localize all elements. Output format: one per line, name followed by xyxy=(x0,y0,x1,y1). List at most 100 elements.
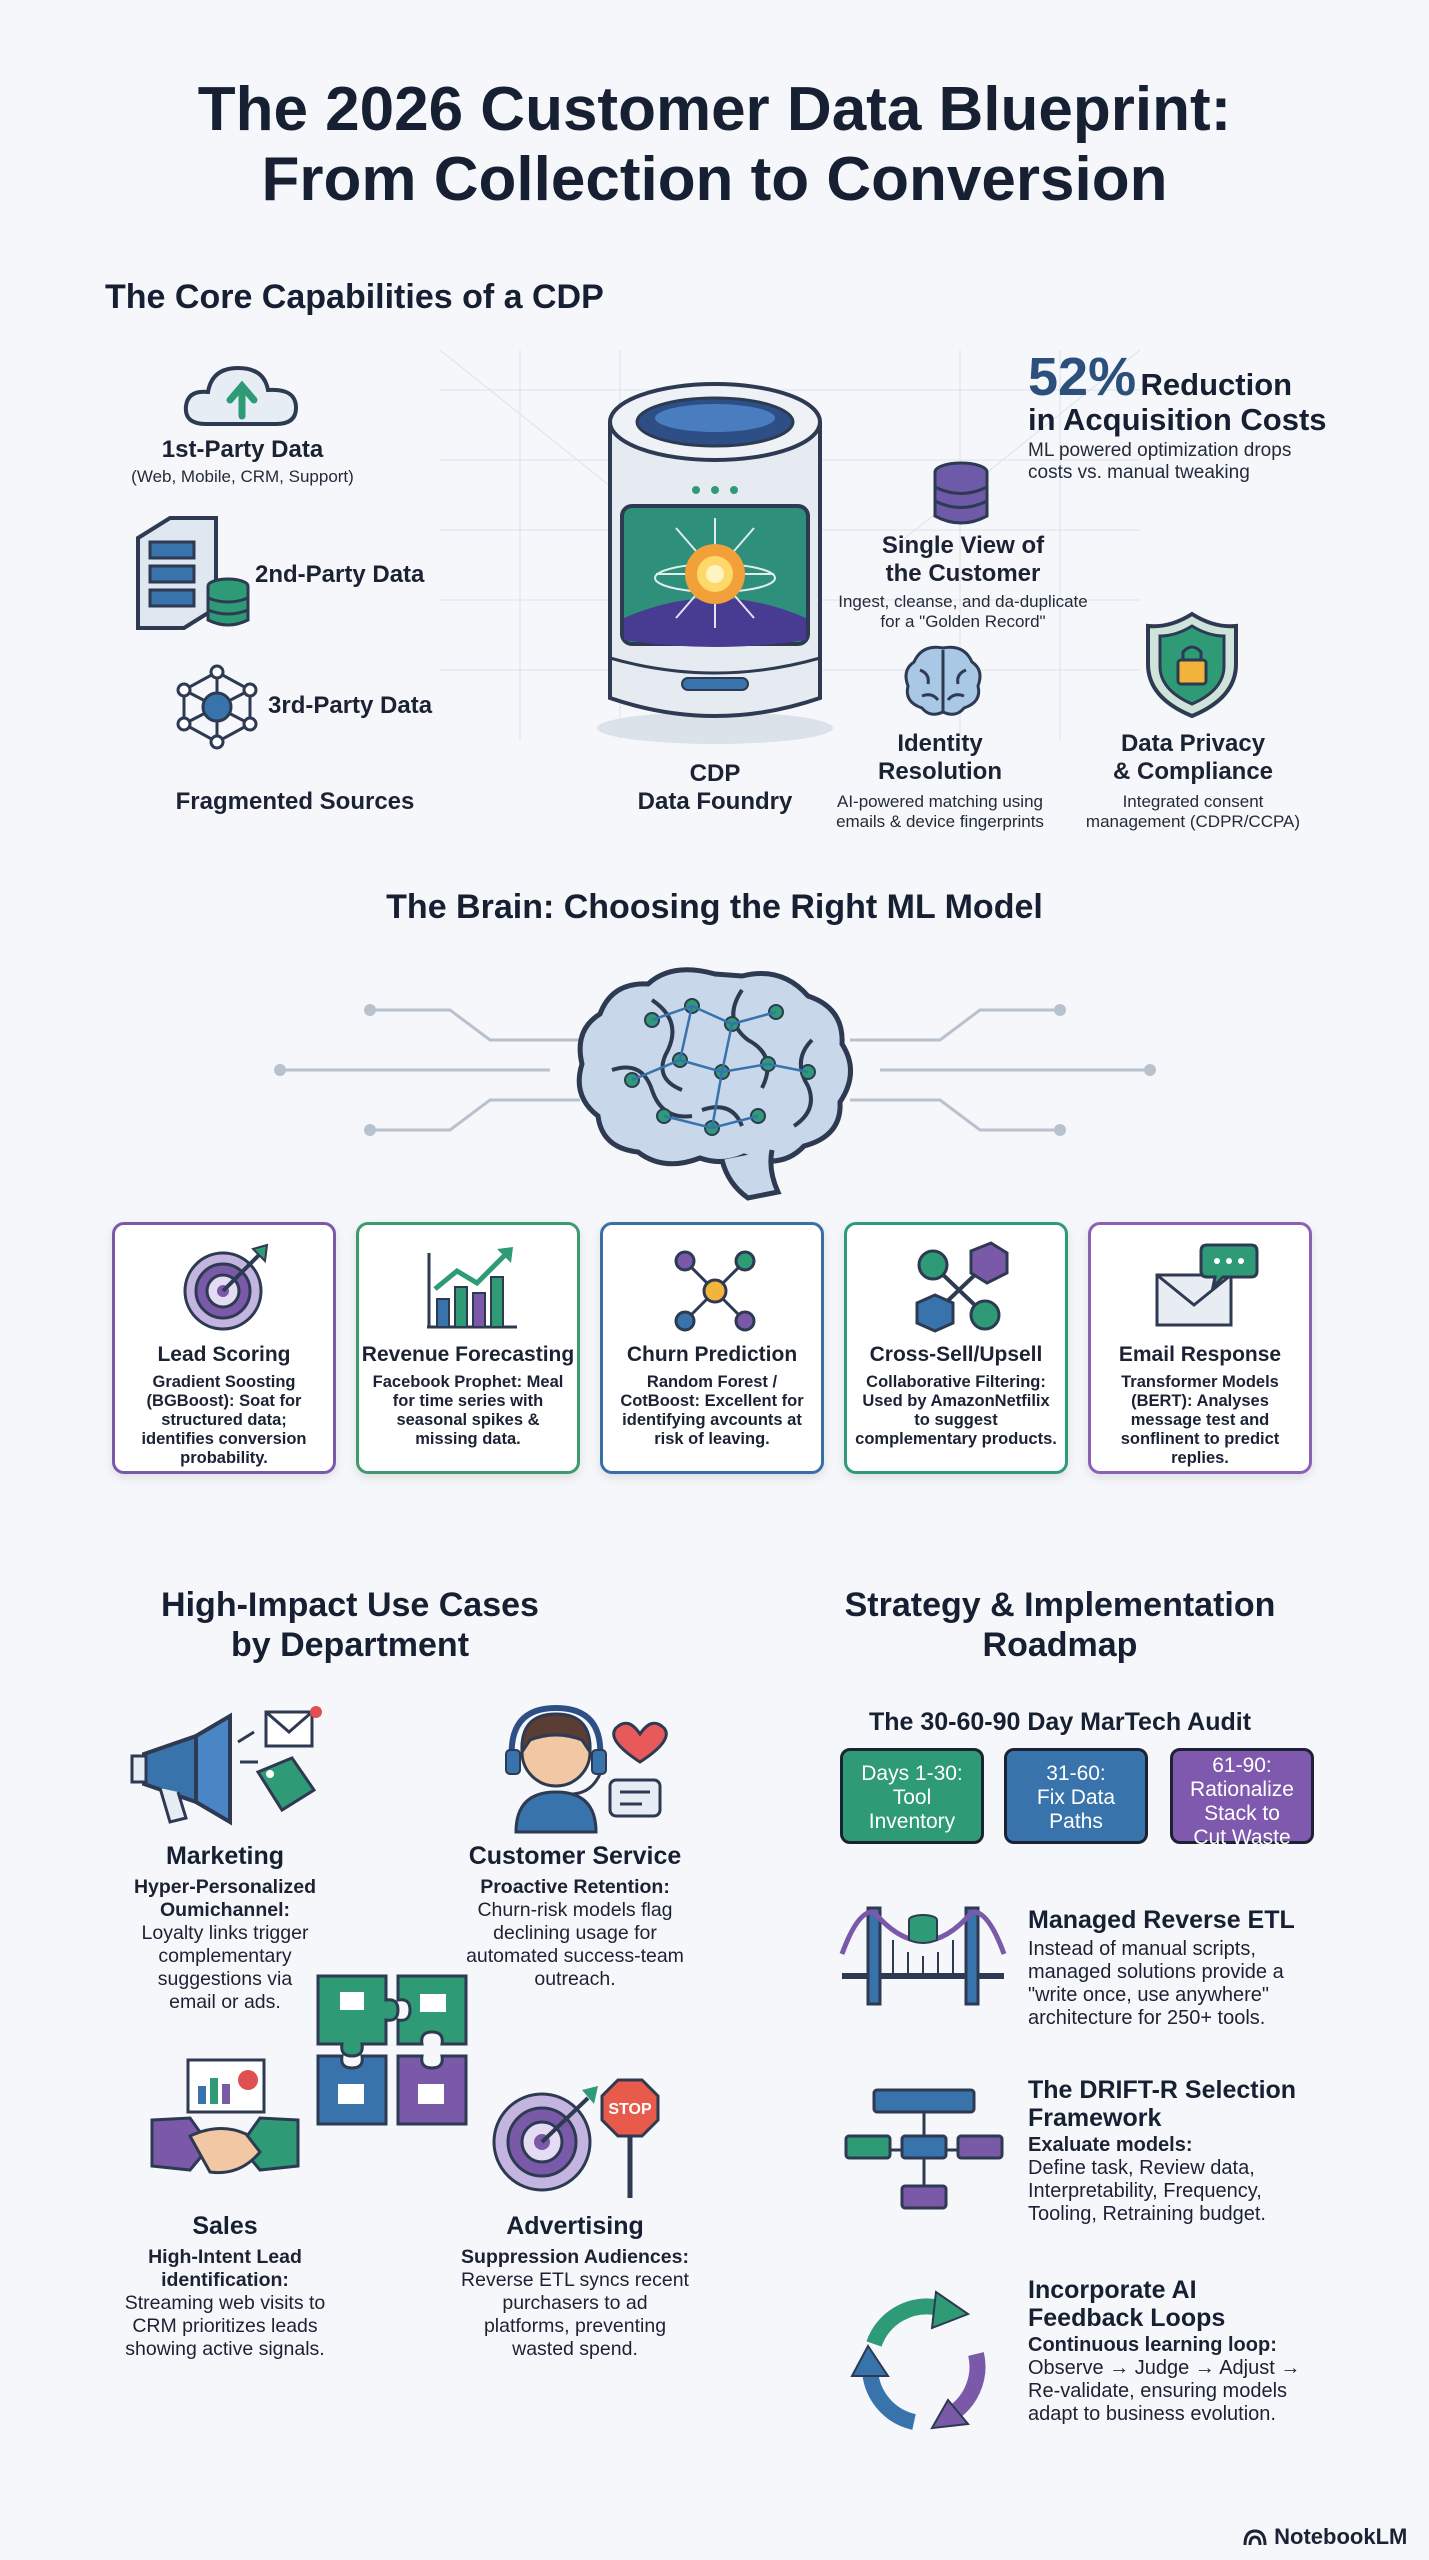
privacy-title-2: & Compliance xyxy=(1112,758,1274,785)
bridge-icon xyxy=(839,1906,1007,2006)
target-icon xyxy=(183,1243,269,1331)
desc-line: CRM prioritizes leads xyxy=(132,2315,318,2337)
desc-line: Re-validate, ensuring models xyxy=(1028,2380,1288,2402)
desc-line: Instead of manual scripts, xyxy=(1028,1938,1256,1960)
phase-days-1-30[interactable]: Days 1-30: Tool Inventory xyxy=(840,1748,984,1844)
phase-line: Stack to xyxy=(1204,1802,1280,1825)
identity-title-1: Identity xyxy=(897,730,983,757)
title-line-2: From Collection to Conversion xyxy=(261,145,1168,214)
desc-line: Proactive Retention: xyxy=(480,1876,670,1898)
item-title: Framework xyxy=(1028,2104,1162,2132)
item-title: Incorporate AI xyxy=(1028,2276,1197,2304)
usecase-advertising-title: Advertising xyxy=(506,2212,644,2240)
model-card-lead-scoring[interactable]: Lead Scoring Gradient Soosting (BGBoost)… xyxy=(112,1222,336,1474)
stat-label-1: Reduction xyxy=(1140,367,1293,402)
card-desc: Gradient Soosting (BGBoost): Soat for st… xyxy=(141,1373,307,1467)
phase-line: Fix Data xyxy=(1036,1786,1116,1809)
megaphone-icon xyxy=(130,1706,322,1826)
identity-block: Identity Resolution AI-powered matching … xyxy=(825,730,1055,832)
desc-line: Hyper-Personalized xyxy=(133,1876,317,1898)
envelope-icon xyxy=(1155,1243,1259,1327)
desc-line: Interpretability, Frequency, xyxy=(1028,2180,1262,2202)
single-view-title-2: the Customer xyxy=(885,560,1041,587)
bar-chart-icon xyxy=(427,1247,517,1329)
usecases-heading-2: by Department xyxy=(230,1626,470,1664)
usecase-sales-desc: High-Intent Lead identification: Streami… xyxy=(90,2246,360,2361)
molecule-icon xyxy=(674,1250,756,1332)
roadmap-heading-1: Strategy & Implementation xyxy=(844,1586,1276,1624)
stat-label-2: in Acquisition Costs xyxy=(1028,402,1327,437)
card-title: Churn Prediction xyxy=(626,1343,798,1366)
desc-line: Reverse ETL syncs recent xyxy=(461,2269,689,2291)
desc-line: Churn-risk models flag xyxy=(477,1899,673,1921)
single-view-block: Single View of the Customer Ingest, clea… xyxy=(838,532,1088,632)
desc-line: outreach. xyxy=(534,1968,616,1990)
usecases-heading-1: High-Impact Use Cases xyxy=(161,1586,539,1624)
phase-line: Inventory xyxy=(868,1810,956,1833)
desc-line: High-Intent Lead xyxy=(148,2246,302,2268)
card-title: Revenue Forecasting xyxy=(361,1343,575,1366)
desc-line: Loyalty links trigger xyxy=(141,1922,309,1944)
item-lead: Exaluate models: xyxy=(1028,2134,1193,2156)
desc-line: adapt to business evolution. xyxy=(1028,2403,1276,2425)
phase-line: Rationalize xyxy=(1190,1778,1294,1801)
core-heading: The Core Capabilities of a CDP xyxy=(105,278,604,316)
privacy-desc-1: Integrated consent xyxy=(1122,792,1264,811)
database-icon xyxy=(933,461,989,525)
model-card-revenue-forecasting[interactable]: Revenue Forecasting Facebook Prophet: Me… xyxy=(356,1222,580,1474)
desc-line: Streaming web visits to xyxy=(124,2292,326,2314)
target-stop-icon: STOP xyxy=(492,2078,660,2198)
stop-sign-text: STOP xyxy=(608,2101,652,2118)
page-title: The 2026 Customer Data Blueprint: From C… xyxy=(0,75,1429,215)
item-title: Feedback Loops xyxy=(1028,2304,1226,2332)
cycle-arrows-icon xyxy=(850,2290,986,2430)
desc-line: Define task, Review data, xyxy=(1028,2157,1255,2179)
card-title: Email Response xyxy=(1118,1343,1282,1366)
desc-line: Tooling, Retraining budget. xyxy=(1028,2203,1266,2225)
roadmap-item-feedback-loops: Incorporate AI Feedback Loops Continuous… xyxy=(1028,2276,1300,2426)
roadmap-item-drift-r: The DRIFT-R Selection Framework Exaluate… xyxy=(1028,2076,1296,2226)
audit-title: The 30-60-90 Day MarTech Audit xyxy=(868,1708,1252,1736)
server-icon xyxy=(136,516,250,630)
card-desc: Facebook Prophet: Meal for time series w… xyxy=(372,1373,564,1448)
desc-line: architecture for 250+ tools. xyxy=(1028,2007,1266,2029)
brain-small-icon xyxy=(904,645,982,716)
single-view-title-1: Single View of xyxy=(881,532,1045,559)
phase-line: Cut Waste xyxy=(1193,1826,1291,1849)
roadmap-heading-2: Roadmap xyxy=(982,1626,1138,1664)
single-view-desc-2: for a "Golden Record" xyxy=(880,612,1046,631)
phase-61-90[interactable]: 61-90: Rationalize Stack to Cut Waste xyxy=(1170,1748,1314,1849)
footer-brand[interactable]: NotebookLM xyxy=(1242,2524,1407,2550)
roadmap-heading: Strategy & Implementation Roadmap xyxy=(820,1585,1300,1665)
phase-line: Tool xyxy=(892,1786,932,1809)
cdp-data-foundry-icon xyxy=(597,382,833,744)
desc-line: "write once, use anywhere" xyxy=(1028,1984,1269,2006)
source-2nd-party-label: 2nd-Party Data xyxy=(255,561,425,588)
desc-line: purchasers to ad xyxy=(502,2292,648,2314)
notebooklm-logo-icon xyxy=(1243,2529,1267,2546)
phase-31-60[interactable]: 31-60: Fix Data Paths xyxy=(1004,1748,1148,1844)
cdp-label-2: Data Foundry xyxy=(637,788,793,815)
stat-desc: ML powered optimization drops costs vs. … xyxy=(1028,440,1291,484)
source-1st-party-sub: (Web, Mobile, CRM, Support) xyxy=(131,467,354,486)
desc-line: Oumichannel: xyxy=(159,1899,291,1921)
card-title: Lead Scoring xyxy=(157,1343,291,1366)
card-desc: Transformer Models (BERT): Analyses mess… xyxy=(1120,1373,1280,1467)
stat-number: 52% xyxy=(1028,347,1137,407)
model-card-cross-sell-upsell[interactable]: Cross-Sell/Upsell Collaborative Filterin… xyxy=(844,1222,1068,1474)
phase-line: 61-90: xyxy=(1212,1754,1272,1777)
roadmap-item-reverse-etl: Managed Reverse ETL Instead of manual sc… xyxy=(1028,1906,1295,2030)
desc-line: identification: xyxy=(161,2269,289,2291)
desc-line: suggestions via xyxy=(157,1968,293,1990)
desc-line: declining usage for xyxy=(493,1922,657,1944)
sources-caption: Fragmented Sources xyxy=(175,788,415,815)
usecase-service-title: Customer Service xyxy=(468,1842,682,1870)
stat-desc-line-2: costs vs. manual tweaking xyxy=(1028,462,1250,483)
title-line-1: The 2026 Customer Data Blueprint: xyxy=(197,75,1232,144)
desc-line: showing active signals. xyxy=(125,2338,325,2360)
item-title: Managed Reverse ETL xyxy=(1028,1906,1295,1934)
desc-line: wasted spend. xyxy=(512,2338,638,2360)
model-card-email-response[interactable]: Email Response Transformer Models (BERT)… xyxy=(1088,1222,1312,1474)
handshake-icon xyxy=(150,2058,300,2175)
model-card-churn-prediction[interactable]: Churn Prediction Random Forest / CotBoos… xyxy=(600,1222,824,1474)
